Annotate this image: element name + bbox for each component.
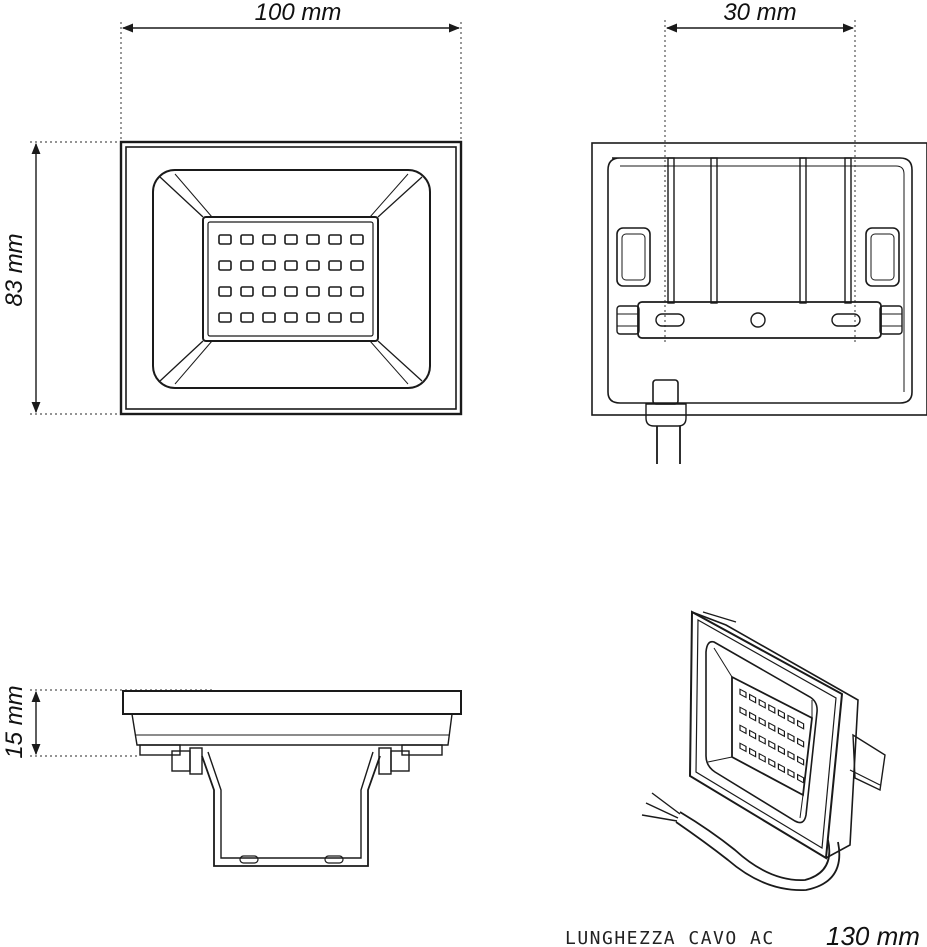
- led-chip: [739, 688, 747, 699]
- led-chip: [748, 747, 757, 758]
- led-chip: [218, 260, 232, 271]
- led-chip: [796, 719, 805, 730]
- led-chip: [262, 286, 276, 297]
- led-chip: [768, 739, 776, 750]
- led-chip: [328, 286, 342, 297]
- led-chip: [350, 260, 364, 271]
- led-chip: [218, 286, 232, 297]
- led-chip: [218, 234, 232, 245]
- led-chip: [739, 706, 747, 717]
- side-view: 15 mm: [1, 685, 462, 867]
- front-view: 100 mm 83 mm: [1, 0, 463, 416]
- led-chip: [787, 732, 795, 743]
- led-chip: [284, 234, 298, 245]
- led-chip: [739, 742, 747, 753]
- back-view: 30 mm: [591, 0, 927, 464]
- led-chip: [240, 260, 254, 271]
- led-chip: [758, 716, 766, 727]
- led-chip: [768, 757, 776, 768]
- led-grid-perspective: [739, 688, 805, 784]
- led-chip: [306, 286, 320, 297]
- led-chip: [240, 234, 254, 245]
- front-width-label: 100 mm: [255, 0, 342, 26]
- led-chip: [758, 752, 766, 763]
- led-chip: [306, 312, 320, 323]
- led-chip: [796, 755, 805, 766]
- cable-length-value: 130 mm: [826, 921, 920, 947]
- led-chip: [284, 312, 298, 323]
- led-chip: [240, 312, 254, 323]
- led-chip: [350, 312, 364, 323]
- front-height-label: 83 mm: [1, 233, 28, 306]
- perspective-view: [641, 610, 886, 891]
- led-chip: [787, 714, 795, 725]
- led-grid: [218, 234, 364, 323]
- led-chip: [748, 711, 757, 722]
- led-chip: [739, 724, 747, 735]
- led-chip: [796, 773, 805, 784]
- led-chip: [787, 768, 795, 779]
- led-chip: [328, 234, 342, 245]
- led-chip: [350, 234, 364, 245]
- led-chip: [777, 763, 786, 774]
- led-chip: [350, 286, 364, 297]
- led-chip: [262, 312, 276, 323]
- led-chip: [768, 703, 776, 714]
- led-chip: [758, 698, 766, 709]
- led-chip: [787, 750, 795, 761]
- side-depth-label: 15 mm: [1, 685, 28, 758]
- led-chip: [262, 260, 276, 271]
- led-chip: [218, 312, 232, 323]
- cable-length-caption: LUNGHEZZA CAVO AC: [565, 928, 775, 947]
- led-chip: [240, 286, 254, 297]
- led-chip: [777, 709, 786, 720]
- led-chip: [328, 260, 342, 271]
- led-chip: [777, 745, 786, 756]
- led-chip: [777, 727, 786, 738]
- led-chip: [768, 721, 776, 732]
- led-chip: [748, 693, 757, 704]
- led-chip: [328, 312, 342, 323]
- led-chip: [262, 234, 276, 245]
- led-chip: [796, 737, 805, 748]
- led-chip: [306, 234, 320, 245]
- led-chip: [284, 260, 298, 271]
- led-chip: [758, 734, 766, 745]
- back-bracket-label: 30 mm: [723, 0, 796, 26]
- led-chip: [306, 260, 320, 271]
- led-chip: [748, 729, 757, 740]
- led-chip: [284, 286, 298, 297]
